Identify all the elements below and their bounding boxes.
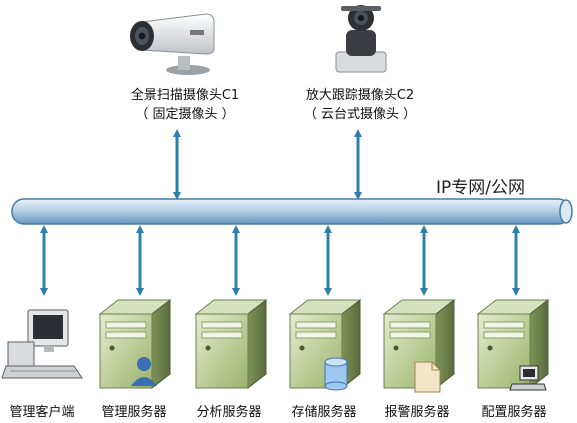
server-icon [194,298,268,390]
network-label: IP专网/公网 [436,178,525,198]
device-label-client: 管理客户端 [9,405,75,420]
device-label-analysis: 分析服务器 [196,405,262,420]
device-label-mgmt: 管理服务器 [101,405,167,420]
camera-c2-label: 放大跟踪摄像头C2 （ 云台式摄像头 ） [304,86,416,124]
camera-c1-label: 全景扫描摄像头C1 （ 固定摄像头 ） [131,86,239,124]
server-with-user-icon [131,357,157,386]
document-icon [414,361,441,393]
bullet-camera-icon [130,13,215,75]
device-label-config: 配置服务器 [481,405,547,420]
network-pipe [11,198,573,225]
computer-workstation-icon [1,309,83,379]
camera-c1-name: 全景扫描摄像头C1 [130,88,240,103]
database-icon [324,357,348,391]
small-computer-icon [509,365,547,391]
server-icon [98,298,172,390]
camera-c2-type: （ 云台式摄像头 ） [303,107,417,122]
device-label-storage: 存储服务器 [291,405,357,420]
camera-c2-name: 放大跟踪摄像头C2 [305,88,415,103]
camera-c1-type: （ 固定摄像头 ） [135,107,235,122]
device-label-alarm: 报警服务器 [384,405,450,420]
ptz-camera-icon [335,5,387,73]
